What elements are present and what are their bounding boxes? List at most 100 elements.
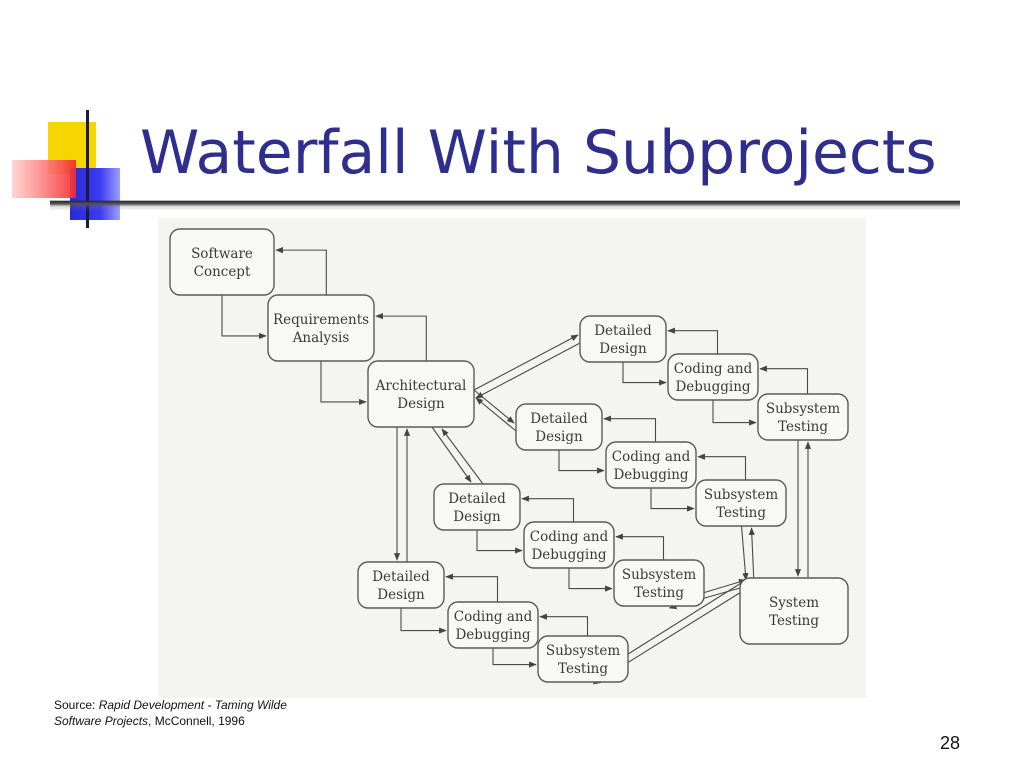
edge-detailed-design-1-to-coding-debugging-1-back bbox=[667, 327, 719, 354]
node-box bbox=[613, 559, 705, 607]
node-label-line: Subsystem bbox=[766, 401, 840, 417]
node-label-line: Debugging bbox=[455, 627, 530, 643]
edge-architectural-design-to-detailed-design-3-forward bbox=[431, 426, 472, 483]
node-label-line: Subsystem bbox=[622, 567, 696, 583]
source-prefix: Source: bbox=[54, 698, 99, 712]
edge-subsystem-testing-2-to-system-testing-back bbox=[748, 527, 755, 585]
source-author-year: , McConnell, 1996 bbox=[148, 714, 245, 728]
edge-requirements-analysis-to-architectural-design-back bbox=[375, 313, 427, 361]
edge-architectural-design-to-detailed-design-2-forward bbox=[473, 389, 515, 424]
node-box bbox=[357, 561, 445, 609]
node-box bbox=[267, 294, 375, 362]
title-underline bbox=[50, 193, 960, 211]
node-label-line: Architectural bbox=[375, 378, 467, 394]
node-label-line: Coding and bbox=[454, 609, 533, 625]
node-label-line: Requirements bbox=[273, 312, 369, 328]
node-box bbox=[367, 360, 475, 428]
node-label-line: Testing bbox=[778, 419, 828, 435]
edge-coding-debugging-3-to-subsystem-testing-3-forward bbox=[568, 568, 613, 592]
edge-coding-debugging-1-to-subsystem-testing-1-back bbox=[759, 365, 809, 394]
edge-architectural-design-to-detailed-design-2-back bbox=[475, 397, 517, 432]
slide-title: Waterfall With Subprojects bbox=[140, 118, 937, 188]
node-label-line: Design bbox=[397, 396, 445, 412]
diagram-canvas: SoftwareConceptRequirementsAnalysisArchi… bbox=[169, 228, 849, 685]
page-number: 28 bbox=[940, 733, 961, 753]
edge-software-concept-to-requirements-analysis-back bbox=[275, 247, 327, 295]
node-label-line: Coding and bbox=[612, 449, 691, 465]
decor-vertical-line bbox=[86, 110, 89, 228]
edge-architectural-design-to-detailed-design-3-back bbox=[441, 428, 484, 485]
edge-coding-debugging-1-to-subsystem-testing-1-forward bbox=[712, 400, 757, 426]
node-label-line: Design bbox=[535, 429, 583, 445]
node-box bbox=[169, 228, 275, 296]
source-book-line2: Software Projects bbox=[54, 714, 149, 728]
edge-detailed-design-2-to-coding-debugging-2-forward bbox=[558, 450, 605, 474]
node-label-line: Testing bbox=[716, 505, 766, 521]
edge-detailed-design-4-to-coding-debugging-4-back bbox=[445, 573, 499, 602]
node-box bbox=[433, 483, 521, 531]
edge-software-concept-to-requirements-analysis-forward bbox=[221, 295, 267, 339]
edge-architectural-design-to-detailed-design-1-back bbox=[475, 342, 581, 399]
node-label-line: System bbox=[769, 595, 819, 611]
edge-detailed-design-3-to-coding-debugging-3-back bbox=[521, 495, 575, 522]
source-book-line1: Rapid Development - Taming Wilde bbox=[98, 698, 287, 712]
edge-detailed-design-3-to-coding-debugging-3-forward bbox=[476, 530, 523, 554]
node-label-line: Detailed bbox=[372, 569, 430, 585]
node-label-line: Debugging bbox=[531, 547, 606, 563]
edge-coding-debugging-2-to-subsystem-testing-2-forward bbox=[650, 488, 695, 512]
edge-requirements-analysis-to-architectural-design-forward bbox=[320, 361, 367, 405]
node-box bbox=[667, 353, 759, 401]
edge-detailed-design-2-to-coding-debugging-2-back bbox=[603, 415, 657, 442]
edge-coding-debugging-4-to-subsystem-testing-4-forward bbox=[492, 648, 537, 668]
node-box bbox=[523, 521, 615, 569]
node-label-line: Subsystem bbox=[546, 643, 620, 659]
node-box bbox=[739, 577, 849, 645]
node-box bbox=[515, 403, 603, 451]
node-label-line: Design bbox=[599, 341, 647, 357]
node-label-line: Testing bbox=[634, 585, 684, 601]
node-label-line: Detailed bbox=[530, 411, 588, 427]
node-label-line: Design bbox=[377, 587, 425, 603]
node-box bbox=[695, 479, 787, 527]
node-label-line: Coding and bbox=[674, 361, 753, 377]
edge-detailed-design-4-to-coding-debugging-4-forward bbox=[400, 608, 447, 634]
node-label-line: Coding and bbox=[530, 529, 609, 545]
node-label-line: Debugging bbox=[613, 467, 688, 483]
edge-coding-debugging-2-to-subsystem-testing-2-back bbox=[697, 453, 747, 480]
node-label-line: Detailed bbox=[594, 323, 652, 339]
node-box bbox=[605, 441, 697, 489]
node-label-line: Testing bbox=[558, 661, 608, 677]
node-label-line: Debugging bbox=[675, 379, 750, 395]
decor-red-square bbox=[12, 160, 76, 198]
node-label-line: Analysis bbox=[292, 330, 350, 346]
node-box bbox=[447, 601, 539, 649]
node-box bbox=[537, 635, 629, 683]
node-box bbox=[757, 393, 849, 441]
node-label-line: Subsystem bbox=[704, 487, 778, 503]
node-box bbox=[579, 315, 667, 363]
edge-coding-debugging-3-to-subsystem-testing-3-back bbox=[615, 533, 665, 560]
node-label-line: Design bbox=[453, 509, 501, 525]
edge-detailed-design-1-to-coding-debugging-1-forward bbox=[622, 362, 667, 386]
edge-subsystem-testing-2-to-system-testing-forward bbox=[740, 525, 749, 581]
node-label-line: Testing bbox=[769, 613, 819, 629]
node-label-line: Software bbox=[191, 246, 253, 262]
node-label-line: Detailed bbox=[448, 491, 506, 507]
